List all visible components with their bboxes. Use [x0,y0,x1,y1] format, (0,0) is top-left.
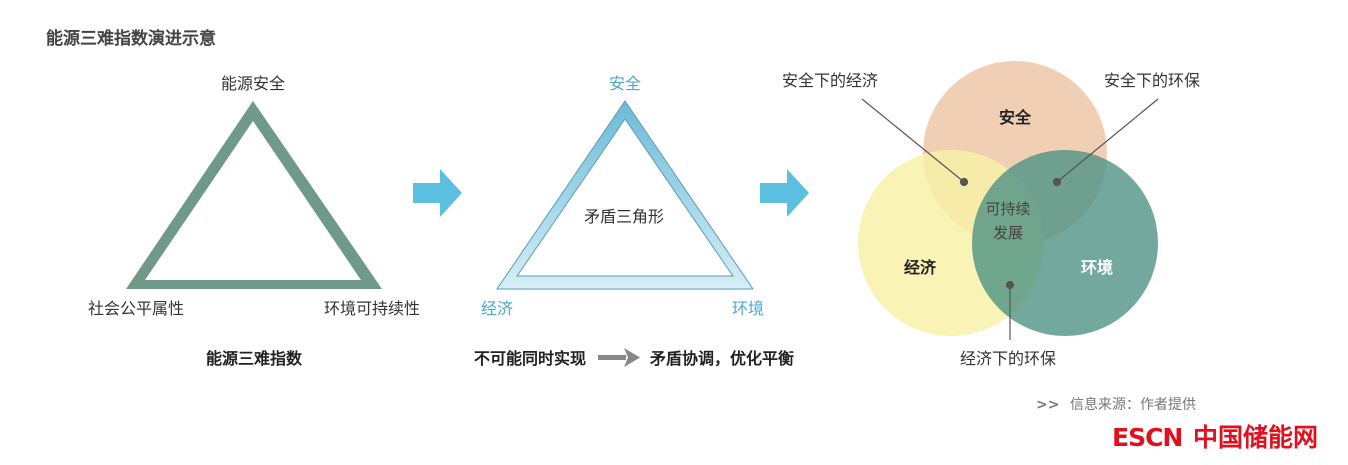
venn-center-line2: 发展 [993,224,1023,242]
callout-security-environment: 安全下的环保 [1104,71,1200,90]
callout-security-economy: 安全下的经济 [782,71,878,90]
venn-center-line1: 可持续 [985,200,1030,218]
source-text: 信息来源：作者提供 [1070,396,1196,413]
venn-label-environment: 环境 [1081,258,1113,277]
source-marker-icon: >> [1036,397,1059,413]
callout-lines [861,98,1159,340]
page-title: 能源三难指数演进示意 [46,28,216,49]
callout-economy-environment: 经济下的环保 [960,349,1056,368]
label-environment: 环境 [732,299,764,318]
label-environmental-sustainability: 环境可持续性 [324,299,420,318]
label-energy-security: 能源安全 [221,74,285,93]
label-social-equity: 社会公平属性 [88,299,184,318]
arrow-right-icon [413,169,462,217]
contradiction-triangle [496,100,754,290]
circle-environment [972,150,1158,336]
caption-trilemma-index: 能源三难指数 [206,349,303,368]
caption-impossible: 不可能同时实现 [474,349,586,368]
label-security: 安全 [609,74,641,93]
venn-diagram [858,61,1158,336]
gray-arrow-icon [598,348,640,367]
label-economy: 经济 [481,299,513,318]
arrow-right-icon [760,169,809,217]
caption-balance: 矛盾协调，优化平衡 [649,349,794,368]
label-contradiction-triangle: 矛盾三角形 [584,207,664,226]
venn-label-economy: 经济 [904,258,937,277]
logo-chinese: 中国储能网 [1193,423,1318,452]
energy-trilemma-triangle [126,101,382,289]
logo-escn: ESCN [1112,423,1182,452]
venn-label-security: 安全 [999,108,1032,127]
